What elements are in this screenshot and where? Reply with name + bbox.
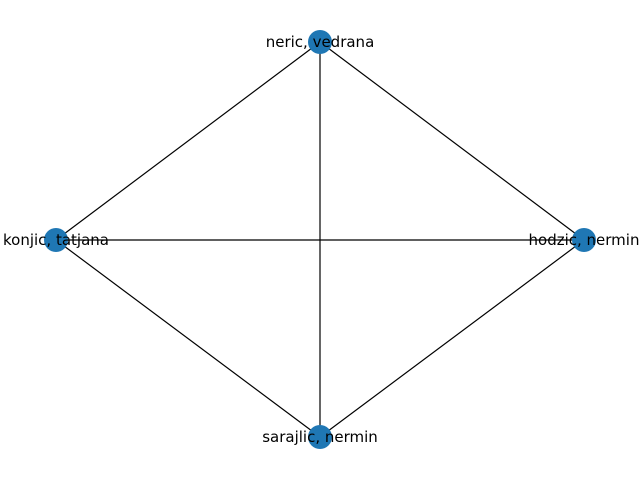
node-neric <box>308 30 332 54</box>
node-sarajlic <box>308 425 332 449</box>
node-hodzic <box>572 228 596 252</box>
node-label-hodzic: hodzic, nermin <box>529 231 640 249</box>
edge-neric-hodzic <box>319 41 585 241</box>
node-layer <box>44 30 596 449</box>
node-label-sarajlic: sarajlic, nermin <box>262 428 378 446</box>
edge-neric-konjic <box>55 41 321 241</box>
node-konjic <box>44 228 68 252</box>
node-label-neric: neric, vedrana <box>266 33 375 51</box>
label-layer: neric, vedrana konjic, tatjana hodzic, ner… <box>3 33 639 446</box>
edge-layer <box>55 41 585 438</box>
node-label-konjic: konjic, tatjana <box>3 231 109 249</box>
edge-konjic-sarajlic <box>55 239 321 438</box>
edge-hodzic-sarajlic <box>319 239 585 438</box>
